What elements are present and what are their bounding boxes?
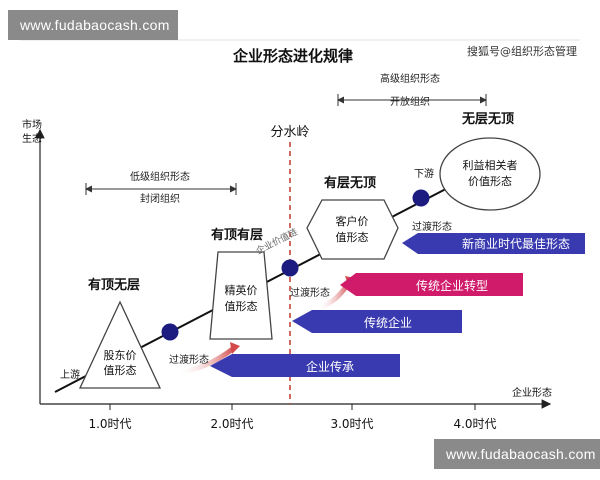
stage-4-shape-line2: 价值形态 [468, 175, 512, 188]
arrow-band-transformation [340, 273, 523, 296]
upstream-label: 上游 [60, 368, 80, 381]
diagram-title: 企业形态进化规律 [232, 47, 353, 65]
stage-3-octagon [306, 199, 399, 260]
stage-3-heading: 有层无顶 [324, 175, 376, 191]
stage-2-shape-line2: 值形态 [225, 300, 258, 313]
era-3-label: 3.0时代 [330, 417, 373, 431]
era-4-label: 4.0时代 [453, 417, 496, 431]
watershed-label: 分水岭 [270, 125, 309, 140]
arrow-band-traditional [292, 310, 462, 333]
transition-label-2: 过渡形态 [290, 286, 330, 299]
bracket-high-below: 开放组织 [390, 95, 430, 108]
bracket-low-above: 低级组织形态 [130, 170, 190, 183]
stage-1-shape-line1: 股东价 [104, 349, 137, 362]
stage-4-heading: 无层无顶 [461, 112, 514, 127]
transition-label-3: 过渡形态 [412, 220, 452, 233]
bracket-low-below: 封闭组织 [140, 192, 180, 205]
node-2 [281, 259, 299, 277]
stage-2-heading: 有顶有层 [211, 227, 263, 243]
stage-2-trapezoid [209, 251, 273, 340]
stage-2-shape-line1: 精英价 [225, 283, 258, 297]
stage-4-shape-line1: 利益相关者 [463, 158, 518, 172]
watermark-top: www.fudabaocash.com [8, 10, 178, 40]
y-axis-label-line1: 市场 [22, 118, 42, 131]
node-3 [412, 189, 430, 207]
arrow-transformation-text: 传统企业转型 [416, 278, 488, 293]
node-1 [161, 323, 179, 341]
transition-curve-1 [177, 346, 236, 375]
stage-3-shape-line1: 客户价 [336, 214, 369, 228]
arrow-traditional-text: 传统企业 [364, 315, 412, 330]
watermark-bottom: www.fudabaocash.com [434, 439, 600, 469]
downstream-label: 下游 [414, 167, 434, 180]
stage-3-shape-line2: 值形态 [336, 231, 369, 244]
source-tag: 搜狐号@组织形态管理 [467, 44, 577, 58]
arrow-band-succession [210, 354, 400, 377]
arrow-band-best-form [402, 233, 585, 254]
era-1-label: 1.0时代 [88, 417, 131, 431]
stage-4-ellipse [439, 137, 541, 211]
era-2-label: 2.0时代 [210, 417, 253, 431]
y-axis-label-line2: 生态 [22, 132, 42, 145]
transition-label-1: 过渡形态 [169, 353, 209, 366]
x-axis-label: 企业形态 [512, 386, 552, 399]
stage-1-heading: 有顶无层 [88, 277, 140, 293]
stage-1-shape-line2: 值形态 [104, 364, 137, 377]
arrow-best-form-text: 新商业时代最佳形态 [462, 236, 570, 251]
stage-1-triangle [78, 300, 162, 389]
arrow-succession-text: 企业传承 [306, 359, 354, 374]
bracket-high-above: 高级组织形态 [380, 72, 440, 85]
